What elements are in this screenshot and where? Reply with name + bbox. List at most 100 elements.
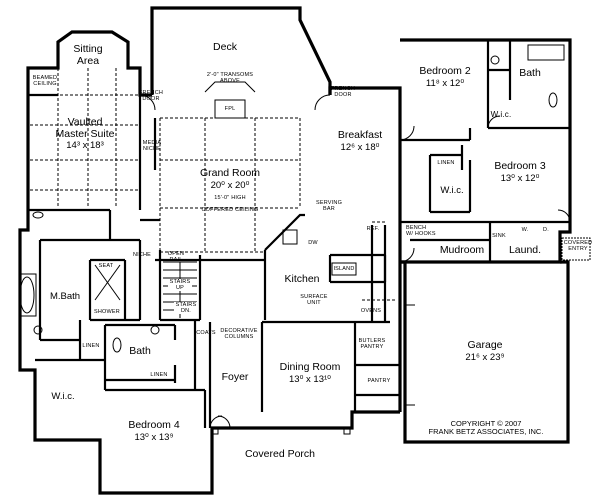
serving-bar-note: SERVING BAR xyxy=(316,200,342,212)
grand-room-name: Grand Room xyxy=(199,167,261,179)
deco-columns-note: DECORATIVE COLUMNS xyxy=(215,328,263,340)
media-niche-line1: MEDIA xyxy=(142,140,162,146)
bench-line1: BENCH xyxy=(406,225,427,231)
linen-lower-label: LINEN xyxy=(150,372,168,378)
bedroom2-name: Bedroom 2 xyxy=(419,65,471,77)
breakfast-name: Breakfast xyxy=(337,129,383,141)
bath-upper-label: Bath xyxy=(519,67,541,79)
sink-label: SINK xyxy=(492,233,506,239)
french-door-right-line1: FRENCH xyxy=(330,86,356,92)
washer-label: W. xyxy=(521,227,529,233)
wic-lower-label: W.i.c. xyxy=(51,391,75,402)
bedroom4-label: Bedroom 4 13⁰ x 13⁹ xyxy=(118,419,190,443)
bedroom3-label: Bedroom 3 13⁰ x 12⁰ xyxy=(485,160,555,184)
mbath-label: M.Bath xyxy=(49,291,81,302)
deck-outline xyxy=(150,6,332,95)
transoms-line1: 2'-0" TRANSOMS xyxy=(206,72,254,78)
dining-room-dim: 13⁰ x 13¹⁰ xyxy=(289,373,331,385)
beamed-ceiling-line2: CEILING xyxy=(33,81,57,88)
beamed-ceiling-note: BEAMED CEILING xyxy=(30,75,60,87)
serving-bar-line2: BAR xyxy=(323,206,335,213)
linen-upper-label: LINEN xyxy=(437,160,455,166)
beamed-ceiling-line1: BEAMED xyxy=(32,75,58,81)
open-rail-line2: RAIL xyxy=(169,257,183,264)
niche-label: NICHE xyxy=(132,252,152,258)
covered-porch-label: Covered Porch xyxy=(244,448,316,460)
laundry-label: Laund. xyxy=(508,244,542,256)
garage-label: Garage 21⁶ x 23⁹ xyxy=(450,339,520,363)
deco-columns-line1: DECORATIVE xyxy=(220,328,258,334)
ref-label: REF. xyxy=(366,226,380,232)
stairs-dn-note: STAIRS DN. xyxy=(174,302,198,315)
grand-room-note2: COFFERED CEILING xyxy=(201,206,259,213)
garage-dim: 21⁶ x 23⁹ xyxy=(465,351,505,363)
butlers-pantry-line2: PANTRY xyxy=(360,344,384,351)
master-suite-label: Vaulted Master Suite 14³ x 18³ xyxy=(40,116,130,152)
copyright-note: COPYRIGHT © 2007 FRANK BETZ ASSOCIATES, … xyxy=(408,419,564,437)
copyright-line1: COPYRIGHT © 2007 xyxy=(450,419,522,428)
media-niche-line2: NICHE xyxy=(142,146,162,153)
garage-name: Garage xyxy=(467,339,503,351)
wic-upper-label: W.i.c. xyxy=(490,110,512,119)
deck-label: Deck xyxy=(213,41,237,53)
breakfast-dim: 12⁶ x 18⁰ xyxy=(340,141,380,153)
stairs-up-line2: UP xyxy=(175,285,185,292)
surface-unit-note: SURFACE UNIT xyxy=(297,294,331,306)
open-rail-line1: OPEN xyxy=(167,251,185,257)
dining-room-label: Dining Room 13⁰ x 13¹⁰ xyxy=(275,361,345,385)
linen-mid-label: LINEN xyxy=(82,343,100,349)
stairs-up-note: STAIRS UP xyxy=(168,279,192,292)
transoms-line2: ABOVE xyxy=(220,78,240,85)
copyright-line2: FRANK BETZ ASSOCIATES, INC. xyxy=(428,427,544,437)
grand-room-label: Grand Room 20⁰ x 20⁰ 15'-0" HIGH COFFERE… xyxy=(185,167,275,214)
stairs-up-line1: STAIRS xyxy=(169,279,191,285)
coats-label: COATS xyxy=(196,330,216,336)
covered-entry-note: COVERED ENTRY xyxy=(563,240,593,252)
covered-entry-line1: COVERED xyxy=(563,240,593,246)
grand-room-note1: 15'-0" HIGH xyxy=(214,195,246,202)
bench-note: BENCH W/ HOOKS xyxy=(406,225,446,237)
surface-unit-line1: SURFACE xyxy=(300,294,328,300)
bath-lower-label: Bath xyxy=(129,345,151,357)
breakfast-label: Breakfast 12⁶ x 18⁰ xyxy=(325,129,395,153)
kitchen-label: Kitchen xyxy=(284,273,320,285)
surface-unit-line2: UNIT xyxy=(307,300,321,307)
stairs-dn-line2: DN. xyxy=(180,308,192,315)
sitting-area-line2: Area xyxy=(76,54,100,67)
shower-label: SHOWER xyxy=(94,309,120,315)
open-rail-note: OPEN RAIL xyxy=(165,251,187,263)
foyer-label: Foyer xyxy=(221,371,249,383)
bedroom4-dim: 13⁰ x 13⁹ xyxy=(134,431,174,443)
master-suite-dim: 14³ x 18³ xyxy=(66,140,104,152)
deco-columns-line2: COLUMNS xyxy=(224,334,254,341)
serving-bar-line1: SERVING xyxy=(316,200,343,206)
french-door-left-line1: FRENCH xyxy=(138,90,164,96)
bedroom2-dim: 11⁸ x 12⁰ xyxy=(425,77,465,89)
master-suite-line1: Vaulted xyxy=(67,116,103,128)
island-label: ISLAND xyxy=(333,266,355,272)
ovens-label: OVENS xyxy=(360,308,382,314)
bedroom2-label: Bedroom 2 11⁸ x 12⁰ xyxy=(410,65,480,89)
bedroom4-name: Bedroom 4 xyxy=(128,419,180,431)
bedroom3-dim: 13⁰ x 12⁰ xyxy=(500,172,540,184)
sitting-area-label: Sitting Area xyxy=(60,43,116,67)
media-niche-note: MEDIA NICHE xyxy=(141,140,163,152)
french-door-right-line2: DOOR xyxy=(334,92,352,99)
butlers-pantry-line1: BUTLERS xyxy=(358,338,386,344)
french-door-left-note: FRENCH DOOR xyxy=(138,90,164,102)
exterior-wall-right xyxy=(328,86,402,412)
grand-room-dim: 20⁰ x 20⁰ xyxy=(210,179,250,191)
butlers-pantry-note: BUTLERS PANTRY xyxy=(357,338,387,350)
bench-line2: W/ HOOKS xyxy=(406,231,436,238)
master-suite-line2: Master Suite xyxy=(55,127,115,140)
covered-entry-line2: ENTRY xyxy=(568,246,588,253)
stairs-dn-line1: STAIRS xyxy=(175,302,197,308)
dryer-label: D. xyxy=(543,227,549,233)
french-door-left-line2: DOOR xyxy=(142,96,160,103)
mudroom-label: Mudroom xyxy=(439,244,485,256)
pantry-label: PANTRY xyxy=(367,378,391,384)
french-door-right-note: FRENCH DOOR xyxy=(330,86,356,98)
dw-label: DW xyxy=(308,240,318,246)
wic-mid-label: W.i.c. xyxy=(440,185,464,196)
